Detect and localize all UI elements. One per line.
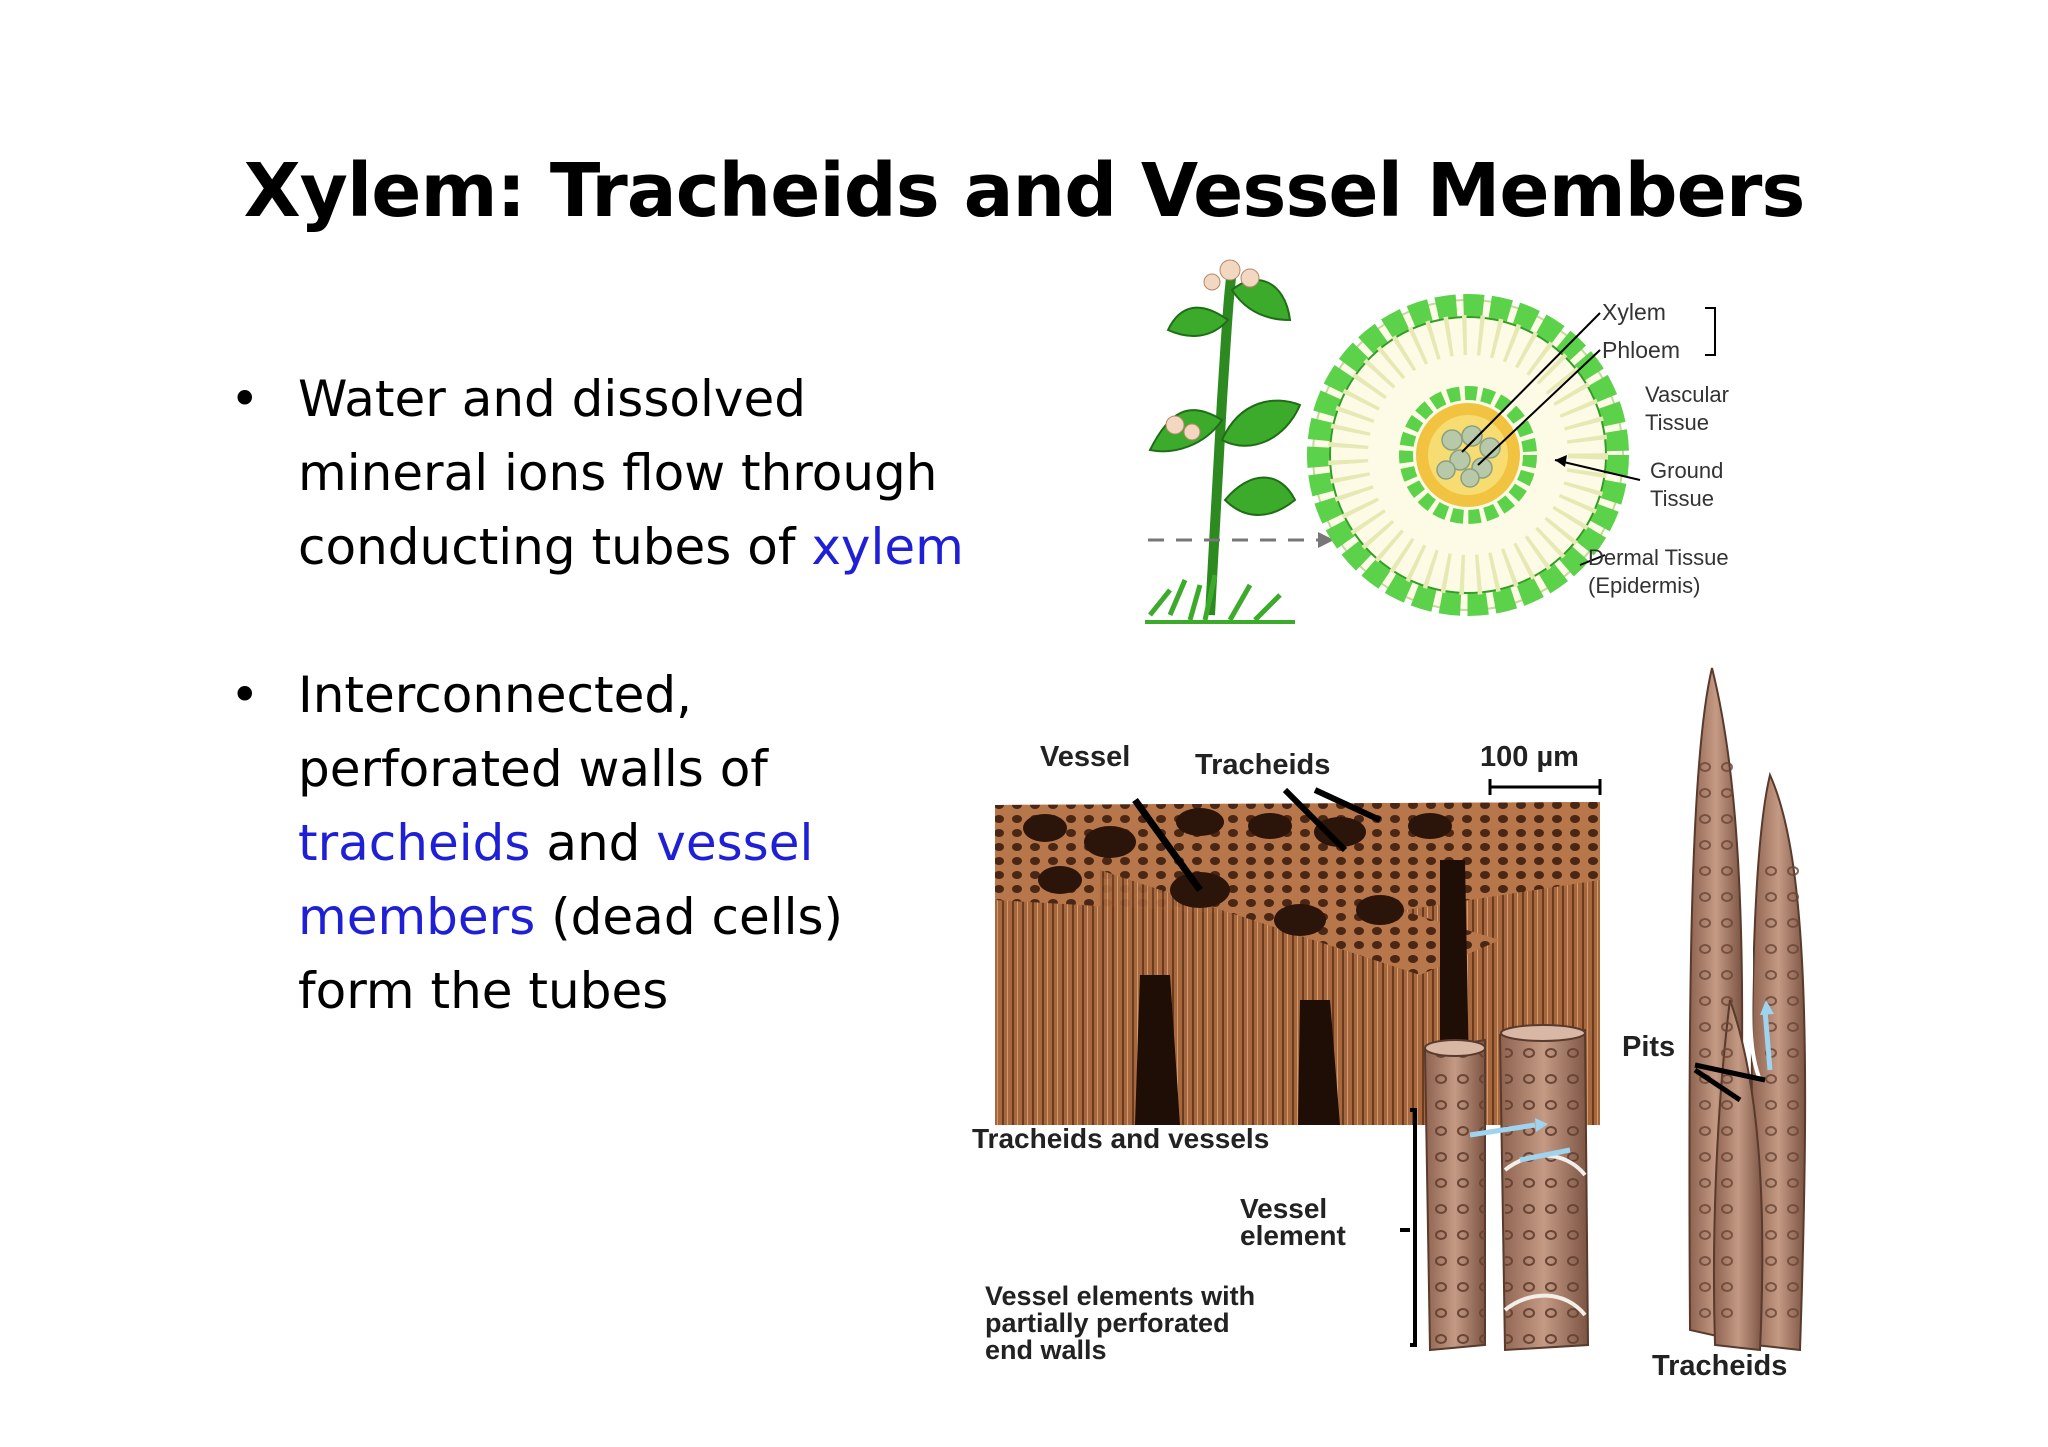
label-vessel: Vessel [1040, 741, 1130, 773]
bullet2-line1: Interconnected, [298, 666, 692, 724]
label-tracheids-bottom: Tracheids [1652, 1350, 1787, 1382]
label-perforated-3: end walls [985, 1335, 1107, 1365]
stem-cross-section: Xylem Phloem Vascular Tissue Ground Tiss… [1307, 294, 1729, 616]
highlight-vessel: vessel [656, 814, 814, 872]
label-perforated-2: partially perforated [985, 1308, 1230, 1338]
bullet2-line5: form the tubes [298, 962, 669, 1020]
bullet1-line1: Water and dissolved [298, 370, 806, 428]
highlight-xylem: xylem [811, 518, 964, 576]
plant-illustration [1145, 259, 1334, 624]
label-vascular-1: Vascular [1645, 382, 1729, 407]
slide-title: Xylem: Tracheids and Vessel Members [243, 148, 1806, 234]
tracheids-diagram: Pits Tracheids [1622, 667, 1807, 1382]
highlight-tracheids: tracheids [298, 814, 531, 872]
label-pits: Pits [1622, 1031, 1675, 1063]
label-scale-bar: 100 µm [1480, 741, 1579, 773]
bullet1-line2: mineral ions flow through [298, 444, 938, 502]
label-vascular-2: Tissue [1645, 410, 1709, 435]
label-phloem: Phloem [1602, 337, 1680, 363]
label-dermal-2: (Epidermis) [1588, 573, 1700, 598]
bullet2-line3-mid: and [530, 814, 657, 872]
label-tracheids-and-vessels: Tracheids and vessels [972, 1123, 1269, 1154]
bullet1-line3: conducting tubes of [298, 518, 812, 576]
label-tracheids-top: Tracheids [1195, 749, 1330, 781]
label-vessel-element-2: element [1240, 1220, 1346, 1251]
label-ground-2: Tissue [1650, 486, 1714, 511]
vessel-elements-diagram: Tracheids and vessels Vessel element Ves… [972, 1024, 1590, 1365]
label-ground-1: Ground [1650, 458, 1723, 483]
bullet2-line2: perforated walls of [298, 740, 768, 798]
bullet-item-water-flow: • Water and dissolved mineral ions flow … [220, 362, 980, 584]
bullet-dot: • [230, 370, 260, 428]
label-vessel-element-1: Vessel [1240, 1193, 1327, 1224]
bullet2-line4-post: (dead cells) [535, 888, 844, 946]
label-perforated-1: Vessel elements with [985, 1281, 1255, 1311]
bullet-item-interconnected-walls: • Interconnected, perforated walls of tr… [220, 658, 980, 1028]
bullet-dot: • [230, 666, 260, 724]
label-dermal-1: Dermal Tissue [1588, 545, 1729, 570]
highlight-members: members [298, 888, 536, 946]
label-xylem: Xylem [1602, 299, 1666, 325]
bullet-list: • Water and dissolved mineral ions flow … [220, 362, 980, 1028]
